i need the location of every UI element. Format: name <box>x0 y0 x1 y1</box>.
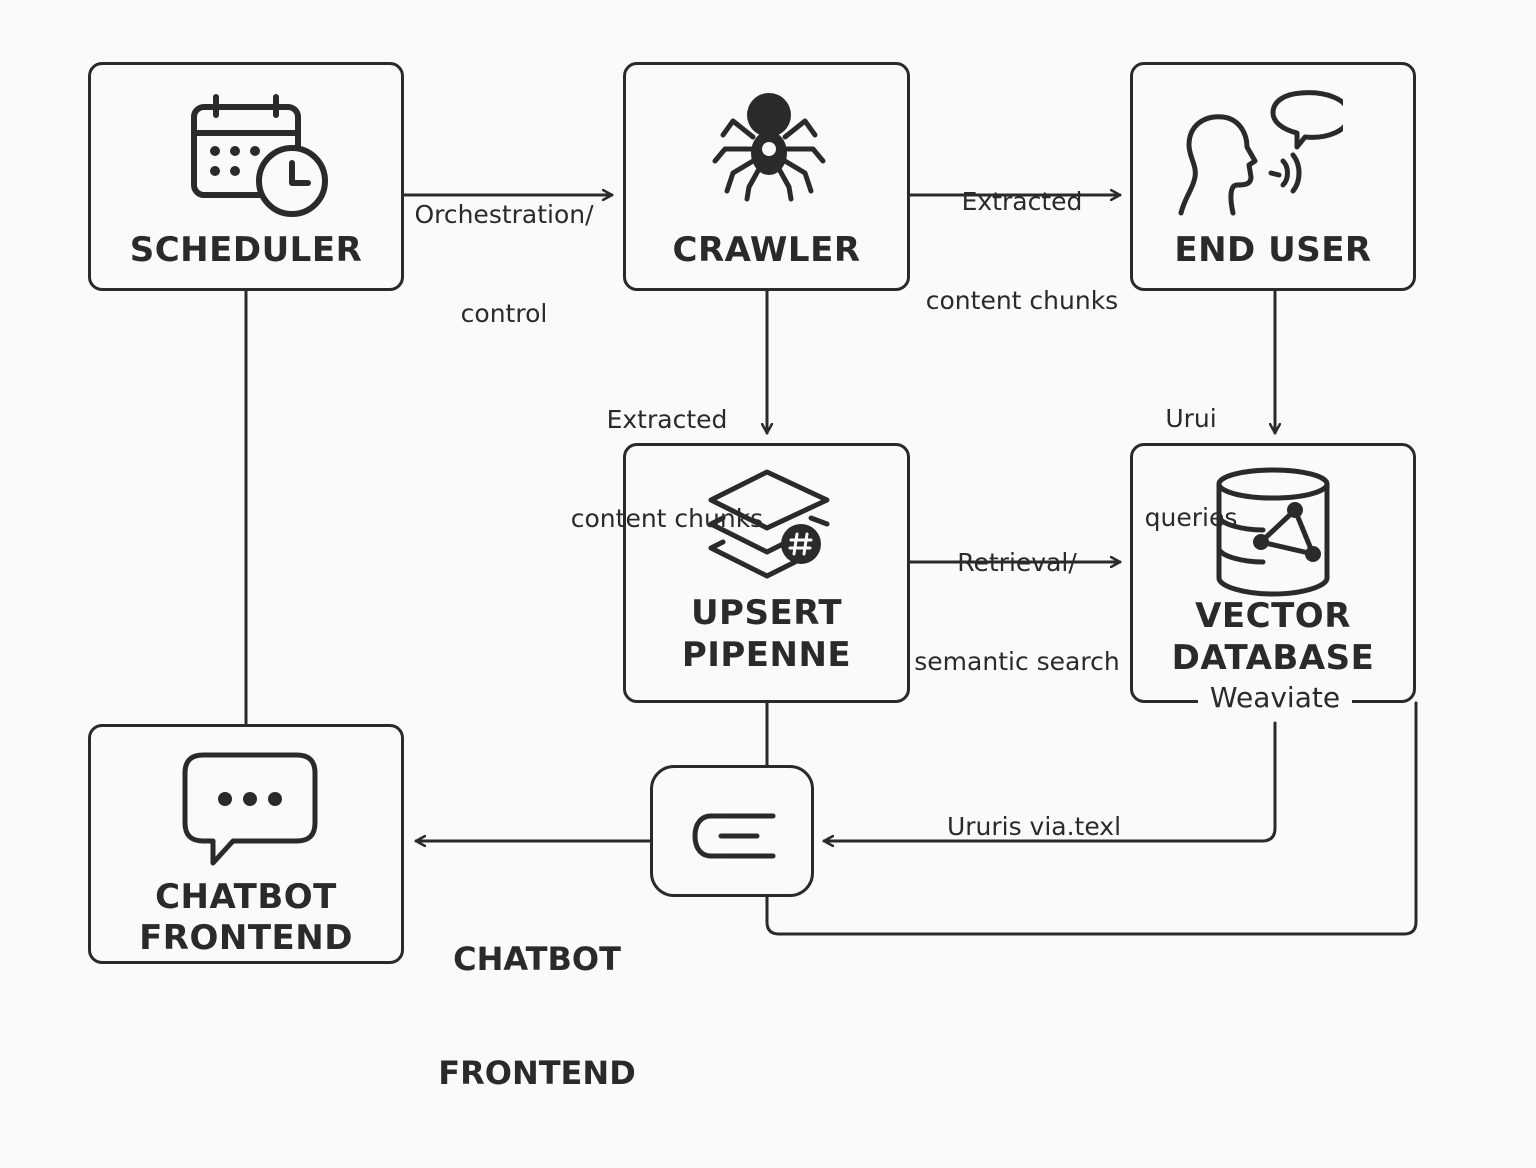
connector-layer <box>244 0 1418 936</box>
edge-label-chatbot-frontend-line1: CHATBOT <box>453 940 621 978</box>
vector-title-line1: VECTOR <box>1195 596 1351 636</box>
end-user-title: END USER <box>1174 230 1372 270</box>
upsert-pipeline-node: UPSERT PIPENNE <box>623 443 910 703</box>
edge-label-retrieval-line1: Retrieval/ <box>957 548 1077 577</box>
middleware-node <box>650 765 814 897</box>
edge-label-crawler-enduser: Extracted content chunks <box>922 119 1122 383</box>
scheduler-node: SCHEDULER <box>88 62 404 291</box>
edge-label-queries-line2: queries <box>1144 503 1238 532</box>
edge-label-crawler-upsert: Extracted content chunks <box>567 337 767 601</box>
scheduler-title: SCHEDULER <box>129 230 363 270</box>
edge-label-chatbot-frontend-line2: FRONTEND <box>438 1054 636 1092</box>
crawler-title: CRAWLER <box>672 230 861 270</box>
database-graph-icon <box>1216 467 1330 597</box>
speaking-person-icon <box>1178 90 1343 216</box>
vector-database-node: VECTOR DATABASE <box>1130 443 1416 703</box>
edge-label-crawler-upsert-line1: Extracted <box>606 405 728 434</box>
chatbot-title-line1: CHATBOT <box>155 877 337 917</box>
spider-icon <box>712 93 826 202</box>
upsert-title-line2: PIPENNE <box>681 635 852 675</box>
edge-return-loop <box>765 701 1418 936</box>
architecture-diagram: SCHEDULER CRAWLER <box>88 0 1418 1092</box>
edge-label-queries: Urui queries <box>1131 336 1251 600</box>
end-user-node: END USER <box>1130 62 1416 291</box>
text-lines-icon <box>692 813 776 859</box>
layers-hash-icon <box>708 469 830 579</box>
edge-vector-middleware <box>822 721 1277 841</box>
edge-label-queries-line1: Urui <box>1165 404 1217 433</box>
edge-label-orchestration-line2: control <box>460 299 548 328</box>
edge-label-chatbot-frontend: CHATBOT FRONTEND <box>432 864 642 1168</box>
edge-label-retrieval-line2: semantic search <box>914 647 1120 676</box>
calendar-clock-icon <box>191 94 328 217</box>
edge-label-retrieval: Retrieval/ semantic search <box>912 480 1122 744</box>
vector-title-line2: DATABASE <box>1171 638 1375 678</box>
edge-label-orchestration-line1: Orchestration/ <box>414 200 594 229</box>
upsert-title-line1: UPSERT <box>690 593 843 633</box>
chat-bubble-icon <box>182 752 318 866</box>
chatbot-title-line2: FRONTEND <box>139 918 353 958</box>
edge-label-orchestration: Orchestration/ control <box>404 132 604 396</box>
chatbot-frontend-node: CHATBOT FRONTEND <box>88 724 404 964</box>
crawler-node: CRAWLER <box>623 62 910 291</box>
vector-subtitle: Weaviate <box>1198 681 1352 715</box>
edge-label-crawler-enduser-line1: Extracted <box>961 187 1083 216</box>
edge-label-crawler-upsert-line2: content chunks <box>570 504 764 533</box>
edge-label-crawler-enduser-line2: content chunks <box>925 286 1119 315</box>
edge-label-vector-middleware: Ururis via.texl <box>946 812 1122 841</box>
